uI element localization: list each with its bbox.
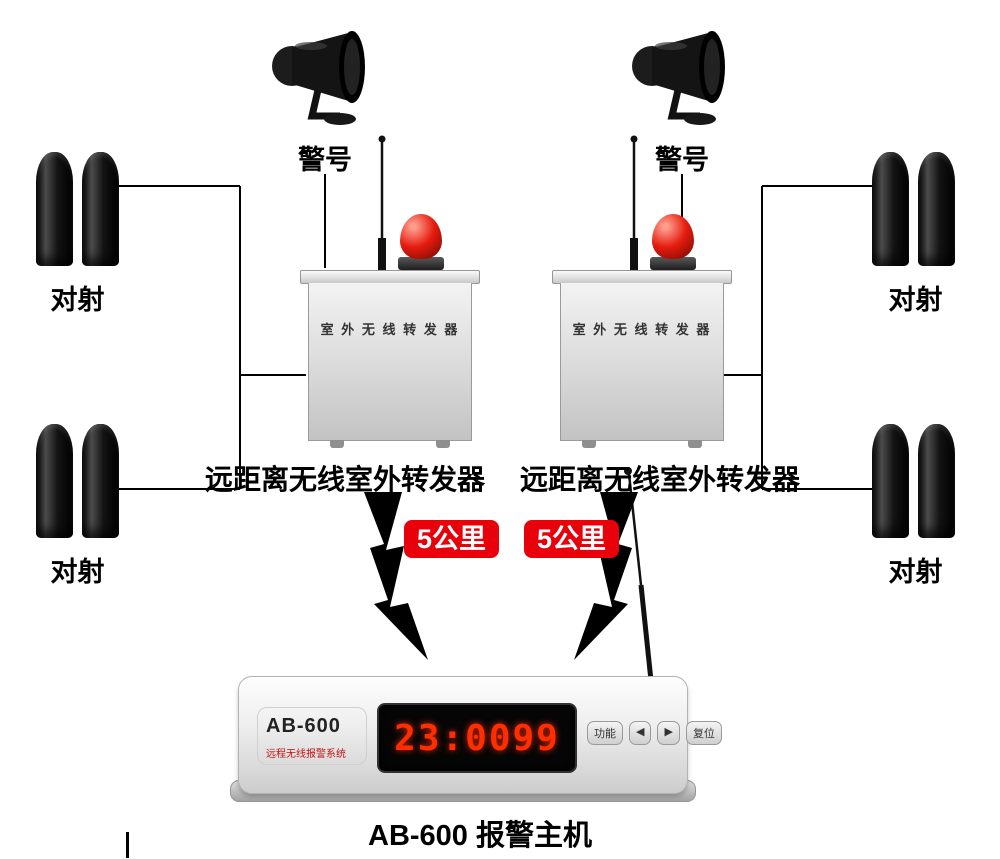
- beacon-base: [398, 257, 444, 270]
- right-lightning-bolt: [574, 492, 638, 660]
- repeater-panel-label: 室 外 无 线 转 发 器: [320, 322, 460, 337]
- sensor-label-bottom-left: 对射: [50, 557, 105, 587]
- repeater-foot: [436, 440, 450, 448]
- beam-sensor-cylinder: [872, 152, 909, 266]
- sensor-label-top-left: 对射: [50, 285, 105, 315]
- distance-badge-right: 5公里: [524, 520, 620, 558]
- wireless-repeater-right: 室 外 无 线 转 发 器: [552, 130, 732, 450]
- host-system-text: 远程无线报警系统: [266, 749, 346, 760]
- stray-cursor-mark: [126, 832, 129, 858]
- alarm-host-unit: AB-600 远程无线报警系统 23:0099 功能 ◀ ▶ 复位: [230, 676, 722, 826]
- beam-sensor-cylinder: [82, 424, 119, 538]
- beacon-dome: [652, 214, 694, 259]
- host-model-text: AB-600: [266, 715, 341, 737]
- repeater-lid: [300, 270, 480, 284]
- host-brand-panel: AB-600 远程无线报警系统: [257, 707, 367, 765]
- left-repeater-antenna: [378, 135, 386, 272]
- wireless-repeater-left: 室 外 无 线 转 发 器: [300, 130, 480, 450]
- repeater-foot: [582, 440, 596, 448]
- beacon-base: [650, 257, 696, 270]
- left-horn-speaker-icon: [266, 28, 376, 133]
- right-sensor-wires: [700, 185, 874, 490]
- beam-sensor-cylinder: [872, 424, 909, 538]
- repeater-cabinet: 室 外 无 线 转 发 器: [308, 283, 472, 441]
- host-control-buttons: 功能 ◀ ▶ 复位: [587, 721, 722, 745]
- repeater-foot: [330, 440, 344, 448]
- beacon-dome: [400, 214, 442, 259]
- repeater-lid: [552, 270, 732, 284]
- right-arrow-button: ▶: [657, 721, 680, 745]
- beam-sensor-pair-top-right: [872, 152, 955, 266]
- repeater-panel-label: 室 外 无 线 转 发 器: [572, 322, 712, 337]
- beam-sensor-pair-bottom-left: [36, 424, 119, 538]
- distance-badge-left: 5公里: [404, 520, 500, 558]
- left-arrow-button: ◀: [629, 721, 652, 745]
- beam-sensor-cylinder: [918, 424, 955, 538]
- right-repeater-caption: 远距离无线室外转发器: [519, 464, 800, 495]
- sensor-label-top-right: 对射: [888, 285, 943, 315]
- beam-sensor-cylinder: [82, 152, 119, 266]
- beam-sensor-cylinder: [36, 424, 73, 538]
- reset-button: 复位: [685, 721, 722, 745]
- beam-sensor-pair-top-left: [36, 152, 119, 266]
- repeater-foot: [688, 440, 702, 448]
- repeater-cabinet: 室 外 无 线 转 发 器: [560, 283, 724, 441]
- right-siren-label: 警号: [655, 145, 709, 175]
- host-body: AB-600 远程无线报警系统 23:0099 功能 ◀ ▶ 复位: [238, 676, 722, 794]
- beacon-light-icon: [398, 214, 444, 270]
- sensor-label-bottom-right: 对射: [888, 557, 943, 587]
- beam-sensor-cylinder: [918, 152, 955, 266]
- left-lightning-bolt: [364, 492, 428, 660]
- left-sensor-wires: [118, 185, 306, 490]
- beam-sensor-pair-bottom-right: [872, 424, 955, 538]
- beacon-light-icon: [650, 214, 696, 270]
- left-siren-label: 警号: [298, 145, 352, 175]
- function-button: 功能: [587, 721, 623, 745]
- host-caption: AB-600 报警主机: [368, 820, 592, 852]
- right-horn-speaker-icon: [626, 28, 736, 133]
- beam-sensor-cylinder: [36, 152, 73, 266]
- left-repeater-caption: 远距离无线室外转发器: [204, 464, 485, 495]
- led-display-value: 23:0099: [394, 717, 560, 759]
- right-repeater-antenna: [630, 135, 638, 272]
- led-display: 23:0099: [377, 703, 577, 773]
